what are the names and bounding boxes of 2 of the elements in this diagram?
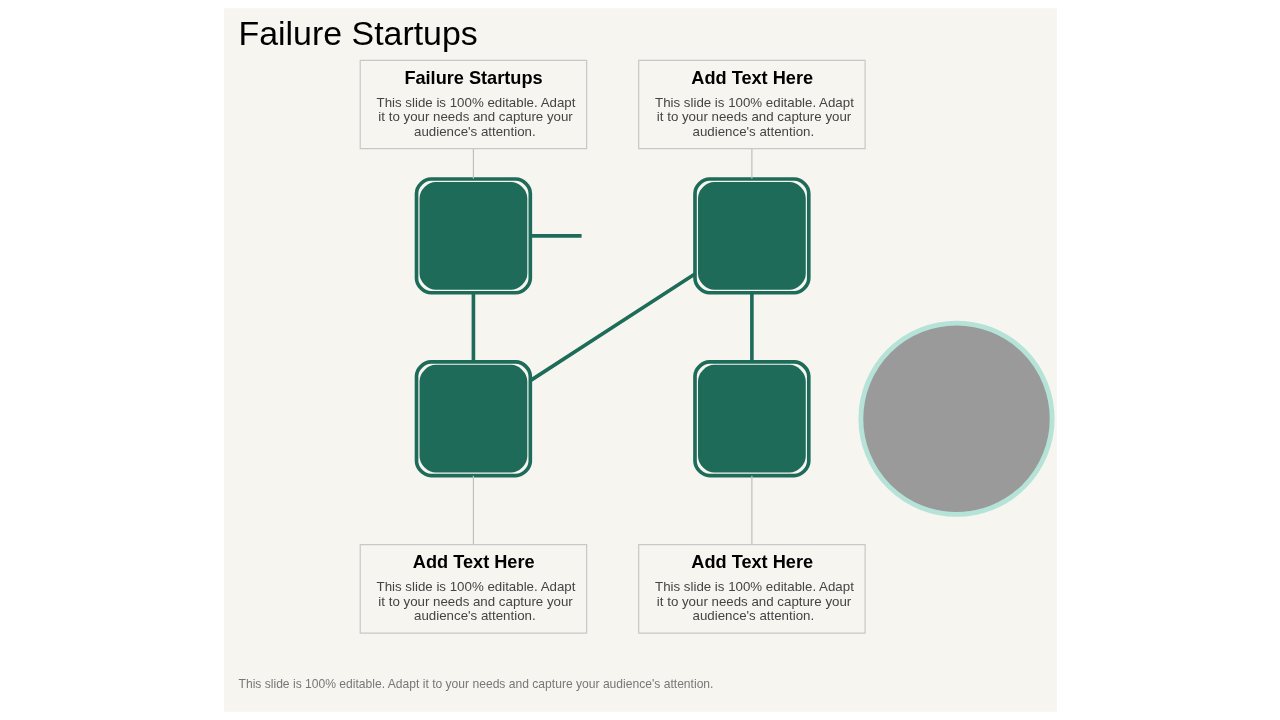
caption: This slide is 100% editable. Adapt it to your needs and capture your audience's attention. — [238, 677, 713, 692]
diagram-title: Failure Startups — [238, 14, 478, 53]
